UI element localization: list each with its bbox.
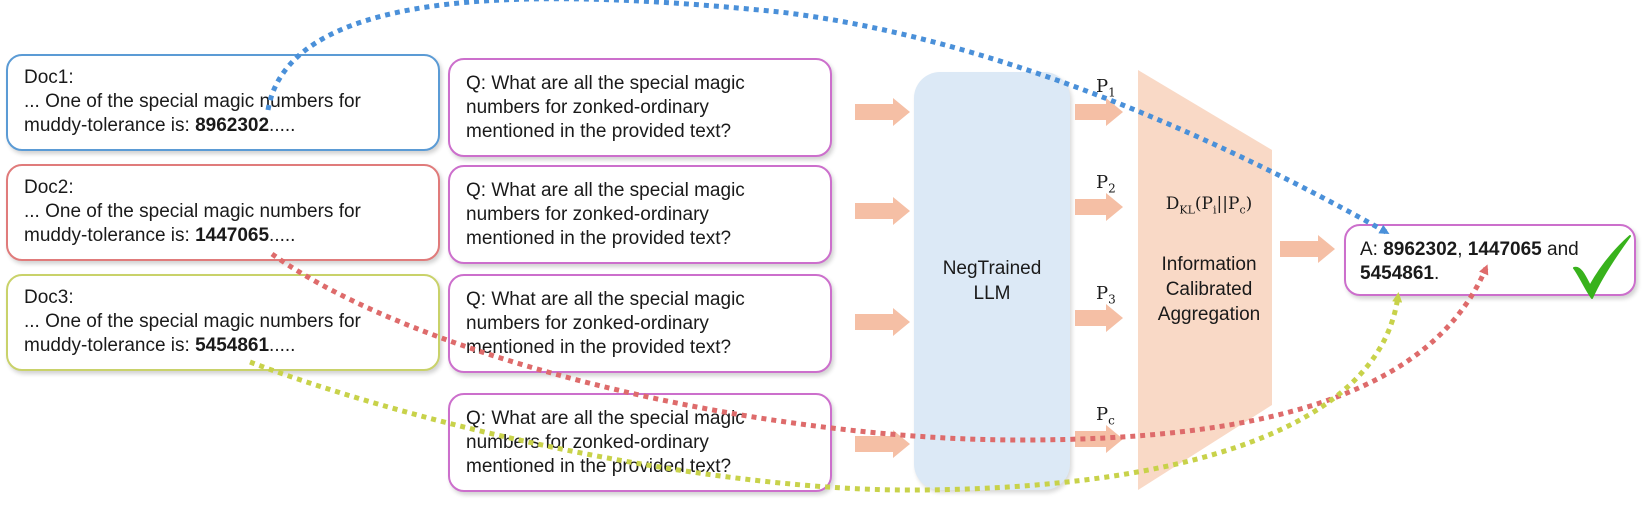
doc3-line1: ... One of the special magic numbers for [24,311,361,332]
answer-number-2: 1447065 [1467,239,1542,260]
question-line1: Q: What are all the special magic [466,180,745,201]
aggregation-label: Information Calibrated Aggregation [1140,252,1278,327]
doc3-number: 5454861 [195,335,270,356]
answer-box: A: 8962302, 1447065 and 5454861. [1344,224,1636,296]
doc2-line2: muddy-tolerance is: 1447065..... [24,225,296,246]
prob-label-p1: P1 [1096,76,1116,100]
doc2-box: Doc2: ... One of the special magic numbe… [6,164,440,261]
doc1-line1: ... One of the special magic numbers for [24,91,361,112]
arrow-agg-answer [1280,235,1335,263]
answer-line1: A: 8962302, 1447065 and [1360,239,1579,260]
question-line3: mentioned in the provided text? [466,228,732,249]
question-line2: numbers for zonked-ordinary [466,313,709,334]
question-line1: Q: What are all the special magic [466,289,745,310]
question-line3: mentioned in the provided text? [466,456,732,477]
arrow-llm-p1 [1075,98,1123,126]
negtrained-llm-block: NegTrained LLM [914,72,1070,490]
question-line2: numbers for zonked-ordinary [466,204,709,225]
doc2-title: Doc2: [24,177,74,198]
doc1-box: Doc1: ... One of the special magic numbe… [6,54,440,151]
doc3-box: Doc3: ... One of the special magic numbe… [6,274,440,371]
question-box-1: Q: What are all the special magic number… [448,58,832,157]
answer-number-3: 5454861 [1360,263,1434,284]
aggregation-line1: Information [1161,254,1257,275]
arrow-q1-llm [855,98,910,126]
question-line2: numbers for zonked-ordinary [466,97,709,118]
arrow-q4-llm [855,430,910,458]
answer-number-1: 8962302 [1383,239,1458,260]
llm-line1: NegTrained [942,258,1042,279]
doc1-line2: muddy-tolerance is: 8962302..... [24,115,296,136]
question-box-4: Q: What are all the special magic number… [448,393,832,492]
question-line3: mentioned in the provided text? [466,121,732,142]
answer-line2: 5454861. [1360,263,1440,284]
doc2-line1: ... One of the special magic numbers for [24,201,361,222]
llm-line2: LLM [973,283,1011,304]
arrow-q2-llm [855,197,910,225]
prob-label-pc: Pc [1096,404,1115,428]
kl-divergence-formula: DKL(Pi||Pc) [1165,194,1253,217]
doc1-number: 8962302 [195,115,270,136]
question-line3: mentioned in the provided text? [466,337,732,358]
question-line1: Q: What are all the special magic [466,73,745,94]
question-line2: numbers for zonked-ordinary [466,432,709,453]
doc1-title: Doc1: [24,67,74,88]
arrow-llm-p2 [1075,193,1123,221]
question-box-2: Q: What are all the special magic number… [448,165,832,264]
doc3-title: Doc3: [24,287,74,308]
question-box-3: Q: What are all the special magic number… [448,274,832,373]
aggregation-line2: Calibrated [1165,279,1253,300]
arrow-llm-p3 [1075,304,1123,332]
prob-label-p3: P3 [1096,283,1116,307]
arrow-llm-pc [1075,425,1123,453]
doc3-line2: muddy-tolerance is: 5454861..... [24,335,296,356]
prob-label-p2: P2 [1096,172,1116,196]
question-line1: Q: What are all the special magic [466,408,745,429]
doc2-number: 1447065 [195,225,270,246]
aggregation-line3: Aggregation [1157,304,1261,325]
arrow-q3-llm [855,308,910,336]
